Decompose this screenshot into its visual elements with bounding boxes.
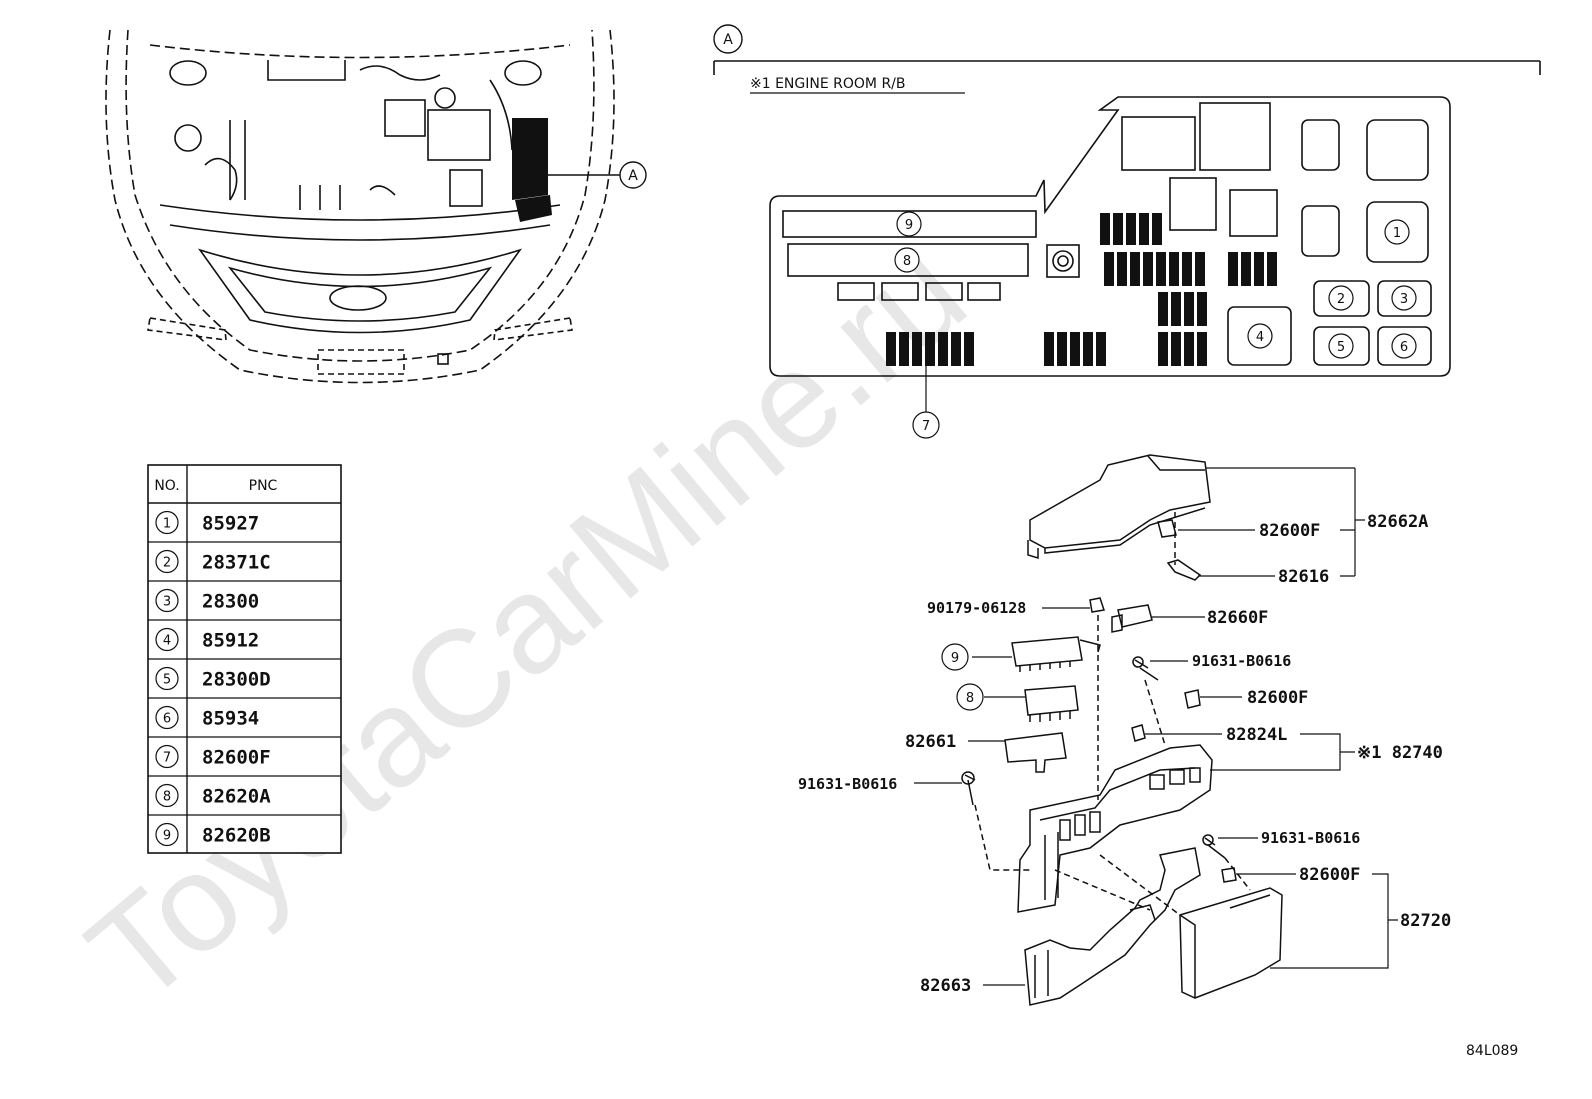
row-pnc: 82620A bbox=[202, 786, 271, 808]
row-number-circle bbox=[155, 588, 179, 613]
svg-text:5: 5 bbox=[1337, 340, 1345, 355]
label-82824L: 82824L bbox=[1226, 725, 1287, 745]
row-number-circle bbox=[155, 705, 179, 730]
label-91631-b: 91631-B0616 bbox=[798, 775, 897, 793]
row-number-circle bbox=[155, 822, 179, 847]
table-row: 1 85927 bbox=[155, 510, 259, 535]
row-pnc: 82600F bbox=[202, 747, 271, 769]
row-number-circle bbox=[155, 549, 179, 574]
engine-room-rb-title: ※1 ENGINE ROOM R/B bbox=[750, 76, 906, 92]
section-a-circle bbox=[713, 24, 743, 54]
table-rows: 1 85927 2 28371C 3 28300 4 85912 5 28300D 6 85934 7 8… bbox=[148, 502, 341, 847]
callout-a-circle bbox=[619, 161, 647, 189]
label-82600F-mid: 82600F bbox=[1247, 688, 1308, 708]
row-number: 9 bbox=[163, 829, 171, 844]
svg-text:4: 4 bbox=[1256, 330, 1264, 345]
label-91631-a: 91631-B0616 bbox=[1192, 652, 1291, 670]
leader-lines bbox=[914, 467, 1398, 986]
table-row: 5 28300D bbox=[148, 658, 341, 691]
row-number: 6 bbox=[163, 712, 171, 727]
label-90179-06128: 90179-06128 bbox=[927, 599, 1026, 617]
row-number-circle bbox=[155, 510, 179, 535]
svg-text:7: 7 bbox=[922, 419, 930, 434]
row-number: 7 bbox=[163, 751, 171, 766]
table-header-no: NO. bbox=[154, 478, 179, 494]
fuse-clusters bbox=[886, 213, 1277, 366]
row-pnc: 82620B bbox=[202, 825, 271, 847]
row-number-circle bbox=[155, 666, 179, 691]
row-number: 2 bbox=[163, 556, 171, 571]
svg-text:8: 8 bbox=[903, 254, 911, 269]
callout-a-label: A bbox=[628, 168, 638, 184]
svg-text:1: 1 bbox=[1393, 226, 1401, 241]
table-row: 6 85934 bbox=[148, 697, 341, 730]
fuse-box-callouts: 9 8 1 2 3 4 5 6 7 bbox=[894, 211, 1417, 439]
row-pnc: 85912 bbox=[202, 630, 259, 652]
pnc-table: NO. PNC 1 85927 2 28371C 3 28300 4 85912 5 28300D… bbox=[147, 464, 342, 854]
row-number: 5 bbox=[163, 673, 171, 688]
row-number: 4 bbox=[163, 634, 171, 649]
section-a-label: A bbox=[723, 32, 733, 48]
svg-text:8: 8 bbox=[966, 691, 974, 706]
diagram-code: 84L089 bbox=[1466, 1043, 1518, 1059]
table-row: 9 82620B bbox=[148, 814, 341, 847]
svg-text:3: 3 bbox=[1400, 292, 1408, 307]
engine-bay-illustration bbox=[105, 29, 615, 384]
row-number: 1 bbox=[163, 517, 171, 532]
row-number-circle bbox=[155, 783, 179, 808]
table-row: 7 82600F bbox=[148, 736, 341, 769]
row-number: 3 bbox=[163, 595, 171, 610]
table-row: 8 82620A bbox=[148, 775, 341, 808]
row-number: 8 bbox=[163, 790, 171, 805]
row-pnc: 28300 bbox=[202, 591, 259, 613]
label-82600F-top: 82600F bbox=[1259, 521, 1320, 541]
svg-text:9: 9 bbox=[951, 651, 959, 666]
svg-text:9: 9 bbox=[905, 218, 913, 233]
row-pnc: 85934 bbox=[202, 708, 259, 730]
exploded-callout-9 bbox=[941, 643, 969, 671]
svg-text:6: 6 bbox=[1400, 340, 1408, 355]
exploded-view bbox=[961, 454, 1283, 1006]
table-row: 4 85912 bbox=[148, 619, 341, 652]
label-82740: ※1 82740 bbox=[1357, 743, 1443, 763]
label-91631-c: 91631-B0616 bbox=[1261, 829, 1360, 847]
row-pnc: 28300D bbox=[202, 669, 271, 691]
table-header-pnc: PNC bbox=[249, 478, 278, 494]
svg-text:2: 2 bbox=[1337, 292, 1345, 307]
label-82616: 82616 bbox=[1278, 567, 1329, 587]
fuse-box-top-view bbox=[769, 96, 1451, 377]
row-pnc: 28371C bbox=[202, 552, 271, 574]
table-row: 3 28300 bbox=[148, 580, 341, 613]
row-number-circle bbox=[155, 627, 179, 652]
label-82661: 82661 bbox=[905, 732, 956, 752]
exploded-callout-8 bbox=[956, 683, 984, 711]
label-82600F-low: 82600F bbox=[1299, 865, 1360, 885]
label-82660F: 82660F bbox=[1207, 608, 1268, 628]
relay-box-location bbox=[512, 118, 548, 200]
table-row: 2 28371C bbox=[148, 541, 341, 574]
label-82662A: 82662A bbox=[1367, 512, 1428, 532]
label-82720: 82720 bbox=[1400, 911, 1451, 931]
row-pnc: 85927 bbox=[202, 513, 259, 535]
label-82663: 82663 bbox=[920, 976, 971, 996]
row-number-circle bbox=[155, 744, 179, 769]
